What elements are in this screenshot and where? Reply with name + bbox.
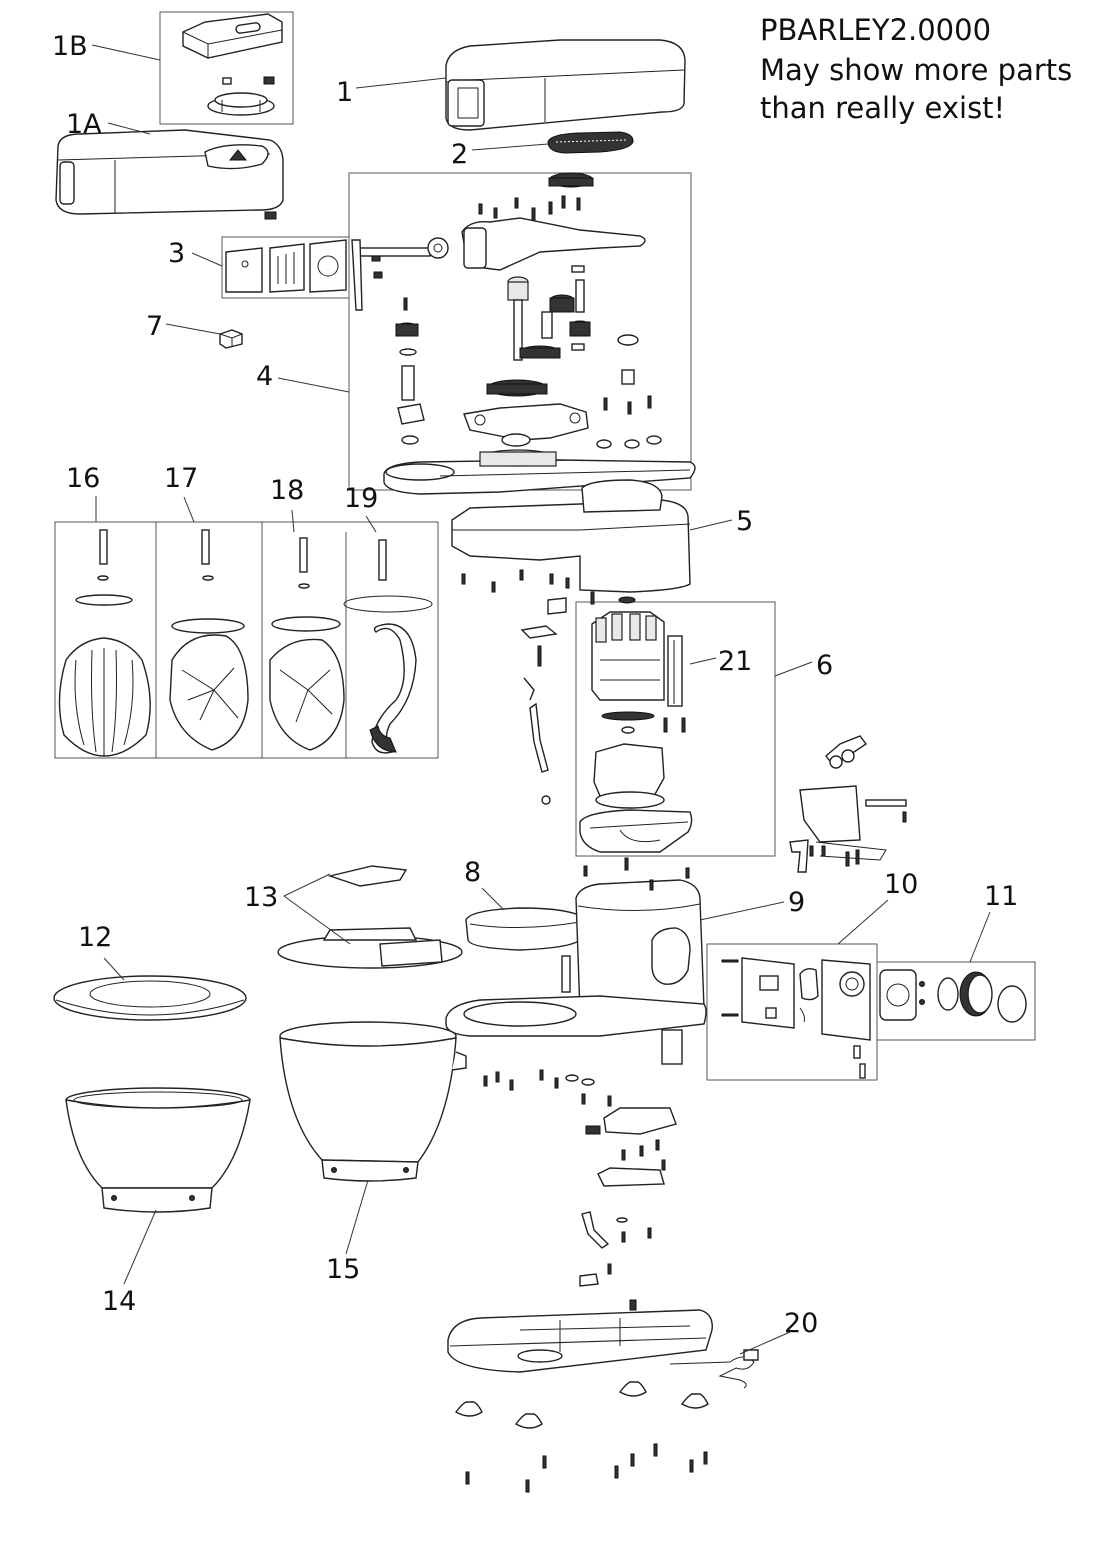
part-4-gearbox (351, 172, 696, 495)
disclaimer-line-2: than really exist! (760, 91, 1006, 125)
callout-16: 16 (66, 463, 100, 494)
part-1A-head-cover (55, 129, 284, 220)
callout-2: 2 (451, 139, 468, 170)
box-11 (876, 961, 1036, 1041)
disclaimer-line-1: May show more parts (760, 53, 1073, 87)
callout-14: 14 (102, 1286, 136, 1317)
base-feet (454, 1381, 709, 1493)
part-8-ring (465, 907, 585, 951)
callout-9: 9 (788, 887, 805, 918)
base-internal-parts (483, 1069, 677, 1311)
base-plate (447, 1309, 713, 1373)
callout-1: 1 (336, 77, 353, 108)
part-6-motor (579, 596, 693, 853)
part-15-bowl (279, 1021, 467, 1182)
part-19-dough-hook (343, 539, 433, 754)
callout-1A: 1A (66, 109, 102, 140)
callout-5: 5 (736, 506, 753, 537)
leader-lines (91, 44, 991, 1355)
part-code: PBARLEY2.0000 (760, 13, 992, 47)
box-6 (575, 601, 776, 857)
callout-1B: 1B (52, 31, 88, 62)
callout-18: 18 (270, 475, 304, 506)
part-5-head-housing (451, 479, 691, 593)
part-2-belt (547, 131, 634, 154)
part-1B-cover (182, 13, 283, 116)
callout-19: 19 (344, 483, 378, 514)
callout-3: 3 (168, 238, 185, 269)
callout-20: 20 (784, 1308, 818, 1339)
callout-labels: 1B 1 1A 2 3 7 4 16 17 18 19 5 21 6 8 13 … (52, 31, 1018, 1339)
part-13-splash-guard (277, 865, 463, 969)
callout-10: 10 (884, 869, 918, 900)
part-12-lid (53, 975, 247, 1021)
callout-11: 11 (984, 881, 1018, 912)
callout-8: 8 (464, 857, 481, 888)
part-9-body (445, 857, 707, 1065)
part-3-plates (225, 239, 347, 293)
callout-6: 6 (816, 650, 833, 681)
box-1B (159, 11, 294, 125)
part-16-whisk (58, 529, 151, 757)
callout-7: 7 (146, 311, 163, 342)
part-1-cover (445, 39, 686, 131)
part-10-control-board (721, 957, 871, 1079)
callout-4: 4 (256, 361, 273, 392)
callout-17: 17 (164, 463, 198, 494)
part-18-flex-beater (269, 537, 345, 751)
part-11-knob (879, 969, 1027, 1023)
part-17-beater (169, 529, 249, 751)
callout-13: 13 (244, 882, 278, 913)
callout-15: 15 (326, 1254, 360, 1285)
speed-switch-mechanism (789, 735, 907, 873)
part-20-power-cord (669, 1349, 759, 1389)
part-7-clip (219, 329, 243, 349)
part-14-bowl (65, 1087, 251, 1213)
box-attachments (54, 521, 439, 759)
linkage-parts (520, 591, 595, 805)
callout-21: 21 (718, 646, 752, 677)
callout-12: 12 (78, 922, 112, 953)
